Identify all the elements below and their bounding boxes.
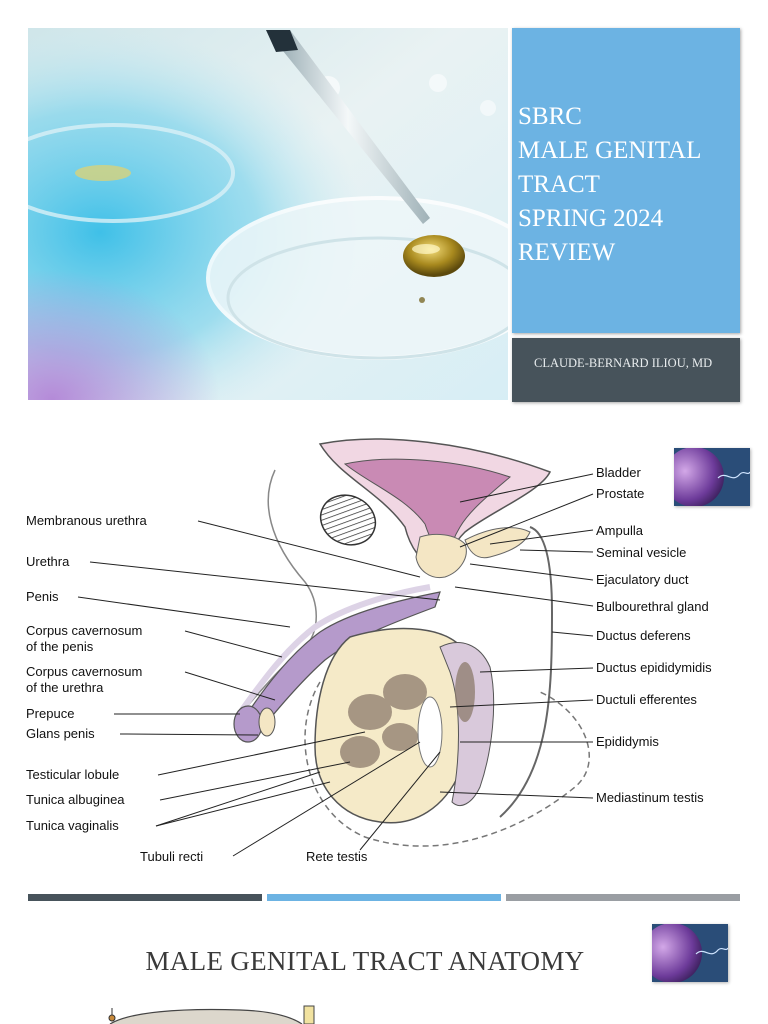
label-mediastinum-testis: Mediastinum testis: [596, 790, 704, 805]
label-membranous-urethra: Membranous urethra: [26, 513, 147, 528]
epididymis-shape: [439, 642, 495, 806]
label-ductuli-efferentes: Ductuli efferentes: [596, 692, 697, 707]
label-tubuli-recti: Tubuli recti: [140, 849, 203, 864]
label-bulbourethral-gland: Bulbourethral gland: [596, 599, 709, 614]
label-ductus-deferens: Ductus deferens: [596, 628, 691, 643]
pubic-bone: [319, 494, 377, 546]
label-corpus-cavernosum-penis-1: Corpus cavernosum: [26, 623, 142, 638]
author-name: CLAUDE-BERNARD ILIOU, MD: [534, 356, 713, 370]
testicular-lobules: [340, 662, 475, 768]
male-genital-anatomy-diagram: Membranous urethra Urethra Penis Corpus …: [26, 438, 712, 864]
title-panel: SBRC MALE GENITAL TRACT SPRING 2024 REVI…: [512, 28, 740, 333]
prostate-shape: [415, 533, 467, 579]
hero-photo-svg: [28, 28, 508, 400]
glans-shape: [233, 705, 263, 743]
tunica-vaginalis-outline: [304, 681, 591, 847]
mediastinum-shape: [417, 696, 443, 768]
section-divider: [28, 894, 740, 903]
partial-diagram-preview: [108, 1005, 315, 1024]
urethra-bulb-shape: [258, 707, 276, 737]
label-tunica-albuginea: Tunica albuginea: [26, 792, 125, 807]
leader-lines: [77, 473, 594, 857]
label-corpus-cavernosum-penis-2: of the penis: [26, 639, 94, 654]
bladder-lumen: [343, 458, 511, 561]
label-prostate: Prostate: [596, 486, 644, 501]
body-outline: [241, 469, 317, 713]
label-ejaculatory-duct: Ejaculatory duct: [596, 572, 689, 587]
label-glans-penis: Glans penis: [26, 726, 95, 741]
label-bladder: Bladder: [596, 465, 641, 480]
label-corpus-cavernosum-urethra-2: of the urethra: [26, 680, 104, 695]
author-panel: CLAUDE-BERNARD ILIOU, MD: [512, 338, 740, 402]
label-rete-testis: Rete testis: [306, 849, 368, 864]
divider-bar-gray: [506, 894, 740, 901]
ovum-thumbnail: [674, 448, 750, 506]
label-prepuce: Prepuce: [26, 706, 74, 721]
ovum-thumbnail-svg: [674, 448, 750, 506]
label-penis: Penis: [26, 589, 59, 604]
ductus-deferens-line: [499, 526, 554, 818]
label-testicular-lobule: Testicular lobule: [26, 767, 119, 782]
label-epididymis: Epididymis: [596, 734, 659, 749]
slide3-title: MALE GENITAL TRACT ANATOMY: [145, 946, 585, 976]
label-ductus-epididymidis: Ductus epididymidis: [596, 660, 712, 675]
slide-title: SBRC MALE GENITAL TRACT SPRING 2024 REVI…: [518, 103, 702, 266]
label-seminal-vesicle: Seminal vesicle: [596, 545, 686, 560]
ovum-thumbnail-2: [652, 924, 728, 982]
label-ampulla: Ampulla: [596, 523, 644, 538]
ovum-thumbnail-2-svg: [652, 924, 728, 982]
label-tunica-vaginalis: Tunica vaginalis: [26, 818, 119, 833]
label-urethra: Urethra: [26, 554, 70, 569]
hero-photo-pipette-petri-dish: [28, 28, 508, 400]
label-corpus-cavernosum-urethra-1: Corpus cavernosum: [26, 664, 142, 679]
divider-bar-blue: [267, 894, 501, 901]
divider-bar-dark: [28, 894, 262, 901]
